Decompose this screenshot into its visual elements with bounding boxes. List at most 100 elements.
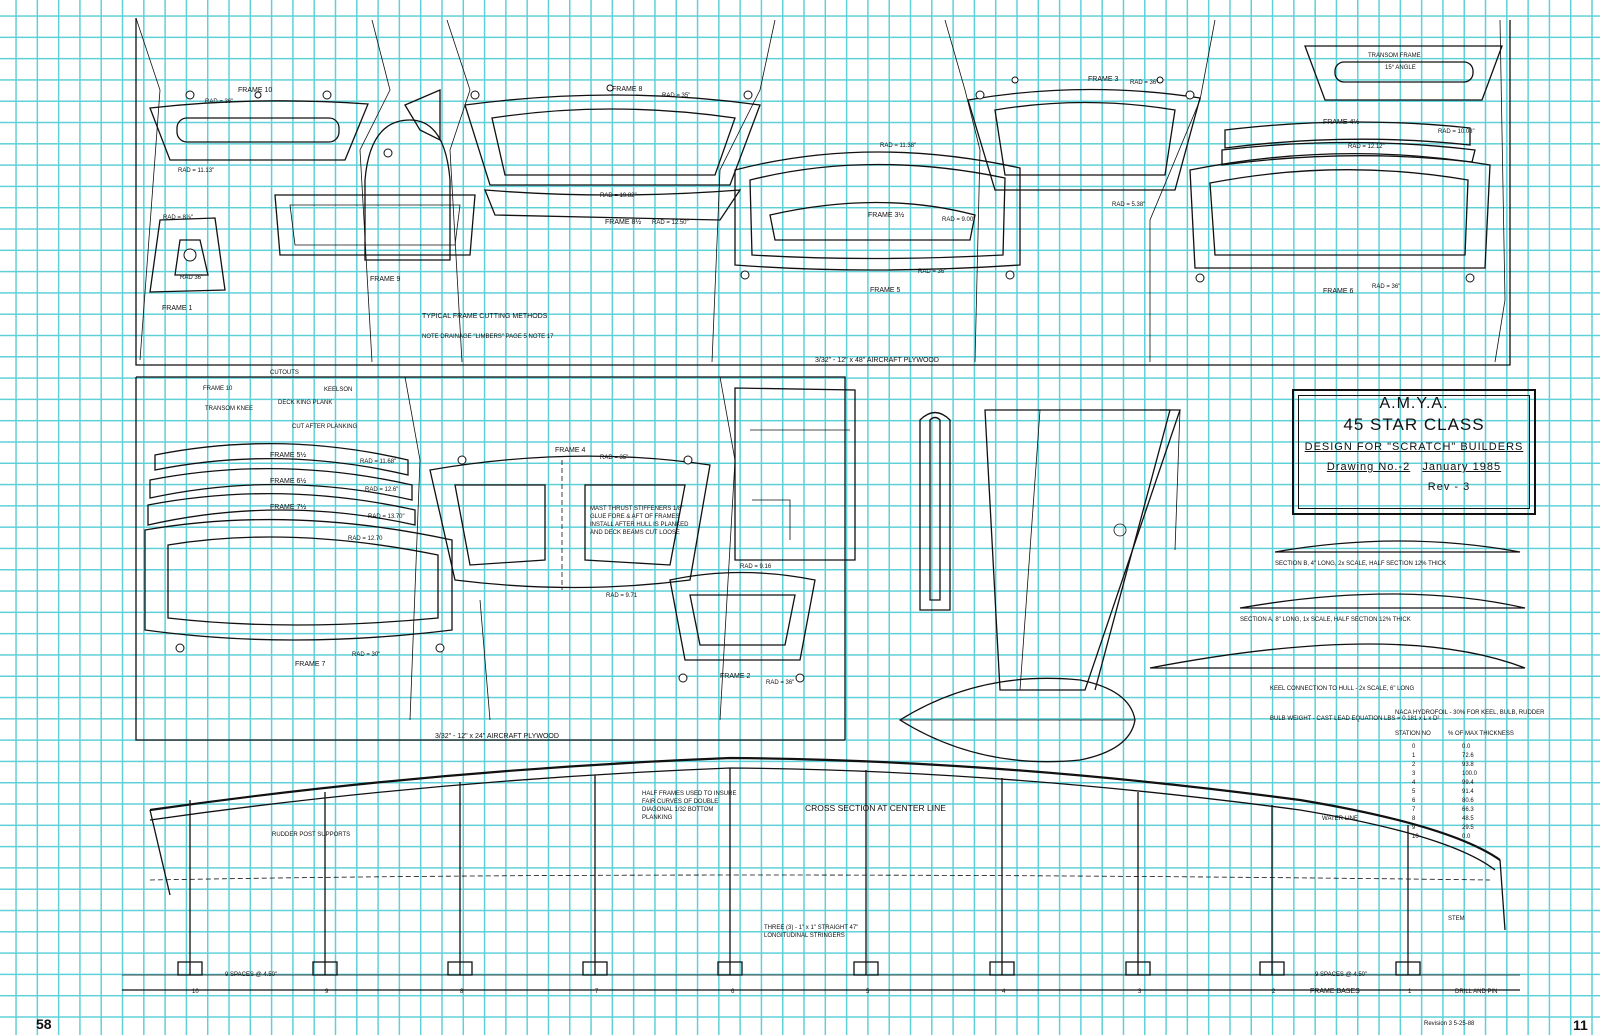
label-frame-7: FRAME 7 — [295, 661, 325, 668]
table-cell: 99.4 — [1462, 780, 1474, 786]
table-cell: 66.3 — [1462, 807, 1474, 813]
station-table: 0 0.0 1 72.6 2 93.8 3 100.0 4 99.4 5 91.… — [1412, 744, 1478, 840]
label-frame-8h: FRAME 8½ — [605, 218, 641, 226]
frame-4 — [429, 455, 711, 590]
label-section-a: SECTION A, 8" LONG, 1x SCALE, HALF SECTI… — [1240, 617, 1411, 623]
label-cutouts: CUTOUTS — [270, 370, 299, 376]
label-transom: TRANSOM FRAME — [1368, 53, 1421, 59]
frame-number-10: 10 — [192, 989, 199, 995]
frame-number-1: 1 — [1408, 989, 1412, 995]
label-rad-4: RAD = 35" — [600, 455, 628, 461]
label-keel-conn: KEEL CONNECTION TO HULL - 2x SCALE, 6" L… — [1270, 686, 1415, 692]
title-class: 45 STAR CLASS — [1343, 415, 1485, 434]
label-frame-3h: FRAME 3½ — [868, 211, 904, 219]
frame-7-group — [144, 443, 453, 653]
title-date: January 1985 — [1422, 461, 1502, 473]
label-transom-angle: 15° ANGLE — [1385, 65, 1416, 71]
label-rad-4b: RAD = 9.71 — [606, 593, 638, 599]
label-frame-9: FRAME 9 — [370, 276, 400, 283]
label-frame-2: FRAME 2 — [720, 673, 750, 680]
label-deck-king: DECK KING PLANK — [278, 400, 332, 406]
note-mast-thrust: MAST THRUST STIFFENERS 1/8" GLUE FORE & … — [590, 506, 688, 536]
table-row: 6 — [1412, 798, 1416, 804]
label-frame-6: FRAME 6 — [1323, 288, 1353, 295]
note-drainage: NOTE DRAINAGE "LIMBERS" PAGE 5 NOTE 17 — [422, 334, 554, 340]
label-water-line: WATER LINE — [1322, 816, 1358, 822]
label-rad-3h2: RAD = 9.00" — [942, 217, 975, 223]
label-frame-5: FRAME 5 — [870, 287, 900, 294]
label-cross-section: CROSS SECTION AT CENTER LINE — [805, 803, 946, 813]
page-number-right: 11 — [1573, 1017, 1588, 1033]
table-cell: 80.6 — [1462, 798, 1474, 804]
hull-profile — [122, 756, 1520, 991]
label-rad-75: RAD = 13.70" — [368, 514, 405, 520]
frame-transom — [1304, 45, 1503, 101]
frame-5 — [734, 151, 1021, 280]
table-header-station: STATION NO — [1395, 731, 1431, 737]
frame-number-4: 4 — [1002, 989, 1006, 995]
title-drawing-line: Drawing No.-2 January 1985 — [1294, 461, 1534, 473]
table-cell: 0.0 — [1462, 744, 1471, 750]
title-rev: Rev - 3 — [1427, 481, 1471, 493]
label-rad-2b: RAD = 36" — [766, 680, 794, 686]
label-spaces-left: 9 SPACES @ 4.50" — [225, 972, 277, 978]
frame-number-9: 9 — [325, 989, 329, 995]
label-stem: STEM — [1448, 916, 1465, 922]
label-keelson: KEELSON — [324, 387, 352, 393]
table-row: 1 — [1412, 753, 1416, 759]
label-rad-1b: RAD 36" — [180, 275, 203, 281]
frame-number-8: 8 — [460, 989, 464, 995]
frame-number-7: 7 — [595, 989, 599, 995]
label-rad-45: RAD = 10.08" — [1438, 129, 1475, 135]
title-drawing: Drawing No.-2 — [1326, 461, 1411, 473]
label-rad-65: RAD = 12.6" — [365, 487, 398, 493]
label-cut-after: CUT AFTER PLANKING — [292, 424, 358, 430]
label-frame-8: FRAME 8 — [612, 86, 642, 93]
label-section-b: SECTION B, 4" LONG, 2x SCALE, HALF SECTI… — [1275, 561, 1446, 567]
frame-3 — [967, 76, 1201, 191]
frame-number-5: 5 — [866, 989, 870, 995]
label-rad-55: RAD = 11.68" — [360, 459, 396, 465]
table-row: 2 — [1412, 762, 1416, 768]
label-revision: Revision 3 5-25-88 — [1424, 1021, 1475, 1027]
label-rad-5: RAD = 36" — [918, 269, 946, 275]
label-rudder-post: RUDDER POST SUPPORTS — [272, 832, 350, 838]
title-block: A.M.Y.A. 45 STAR CLASS DESIGN FOR "SCRAT… — [1292, 389, 1536, 515]
table-row: 4 — [1412, 780, 1416, 786]
table-row: 10 — [1412, 834, 1419, 840]
table-cell: 29.5 — [1462, 825, 1474, 831]
label-rad-8: RAD = 35" — [662, 93, 690, 99]
label-frame10-top: FRAME 10 — [203, 386, 233, 392]
label-rad-3b: RAD = 5.38" — [1112, 202, 1145, 208]
airfoil-sections — [1149, 540, 1526, 669]
frame-6 — [1189, 121, 1491, 283]
label-spaces-right: 9 SPACES @ 4.50" — [1315, 972, 1367, 978]
label-frame-1: FRAME 1 — [162, 305, 192, 312]
table-cell: 0.0 — [1462, 834, 1471, 840]
label-rad-6: RAD = 36" — [1372, 284, 1400, 290]
note-plywood-1: 3/32" - 12" x 48" AIRCRAFT PLYWOOD — [815, 357, 939, 364]
label-rad-7: RAD = 30" — [352, 652, 380, 658]
label-frame-4h: FRAME 4½ — [1323, 118, 1359, 126]
table-row: 5 — [1412, 789, 1416, 795]
table-row: 3 — [1412, 771, 1416, 777]
label-frame-3: FRAME 3 — [1088, 76, 1118, 83]
label-frame-10: FRAME 10 — [238, 87, 272, 94]
note-cutting: TYPICAL FRAME CUTTING METHODS — [422, 313, 548, 320]
frame-1 — [149, 217, 226, 293]
table-row: 9 — [1412, 825, 1416, 831]
label-transom-knee: TRANSOM KNEE — [205, 406, 253, 412]
cutting-methods-detail — [274, 89, 476, 261]
table-row: 0 — [1412, 744, 1416, 750]
table-row: 8 — [1412, 816, 1416, 822]
table-cell: 48.5 — [1462, 816, 1474, 822]
label-rad-2: RAD = 9.16 — [740, 564, 772, 570]
label-frame-4: FRAME 4 — [555, 447, 585, 454]
note-half-frames: HALF FRAMES USED TO INSURE FAIR CURVES O… — [642, 791, 736, 821]
title-subtitle: DESIGN FOR "SCRATCH" BUILDERS — [1304, 441, 1524, 453]
frame-8 — [464, 84, 761, 221]
frame-number-2: 2 — [1272, 989, 1276, 995]
